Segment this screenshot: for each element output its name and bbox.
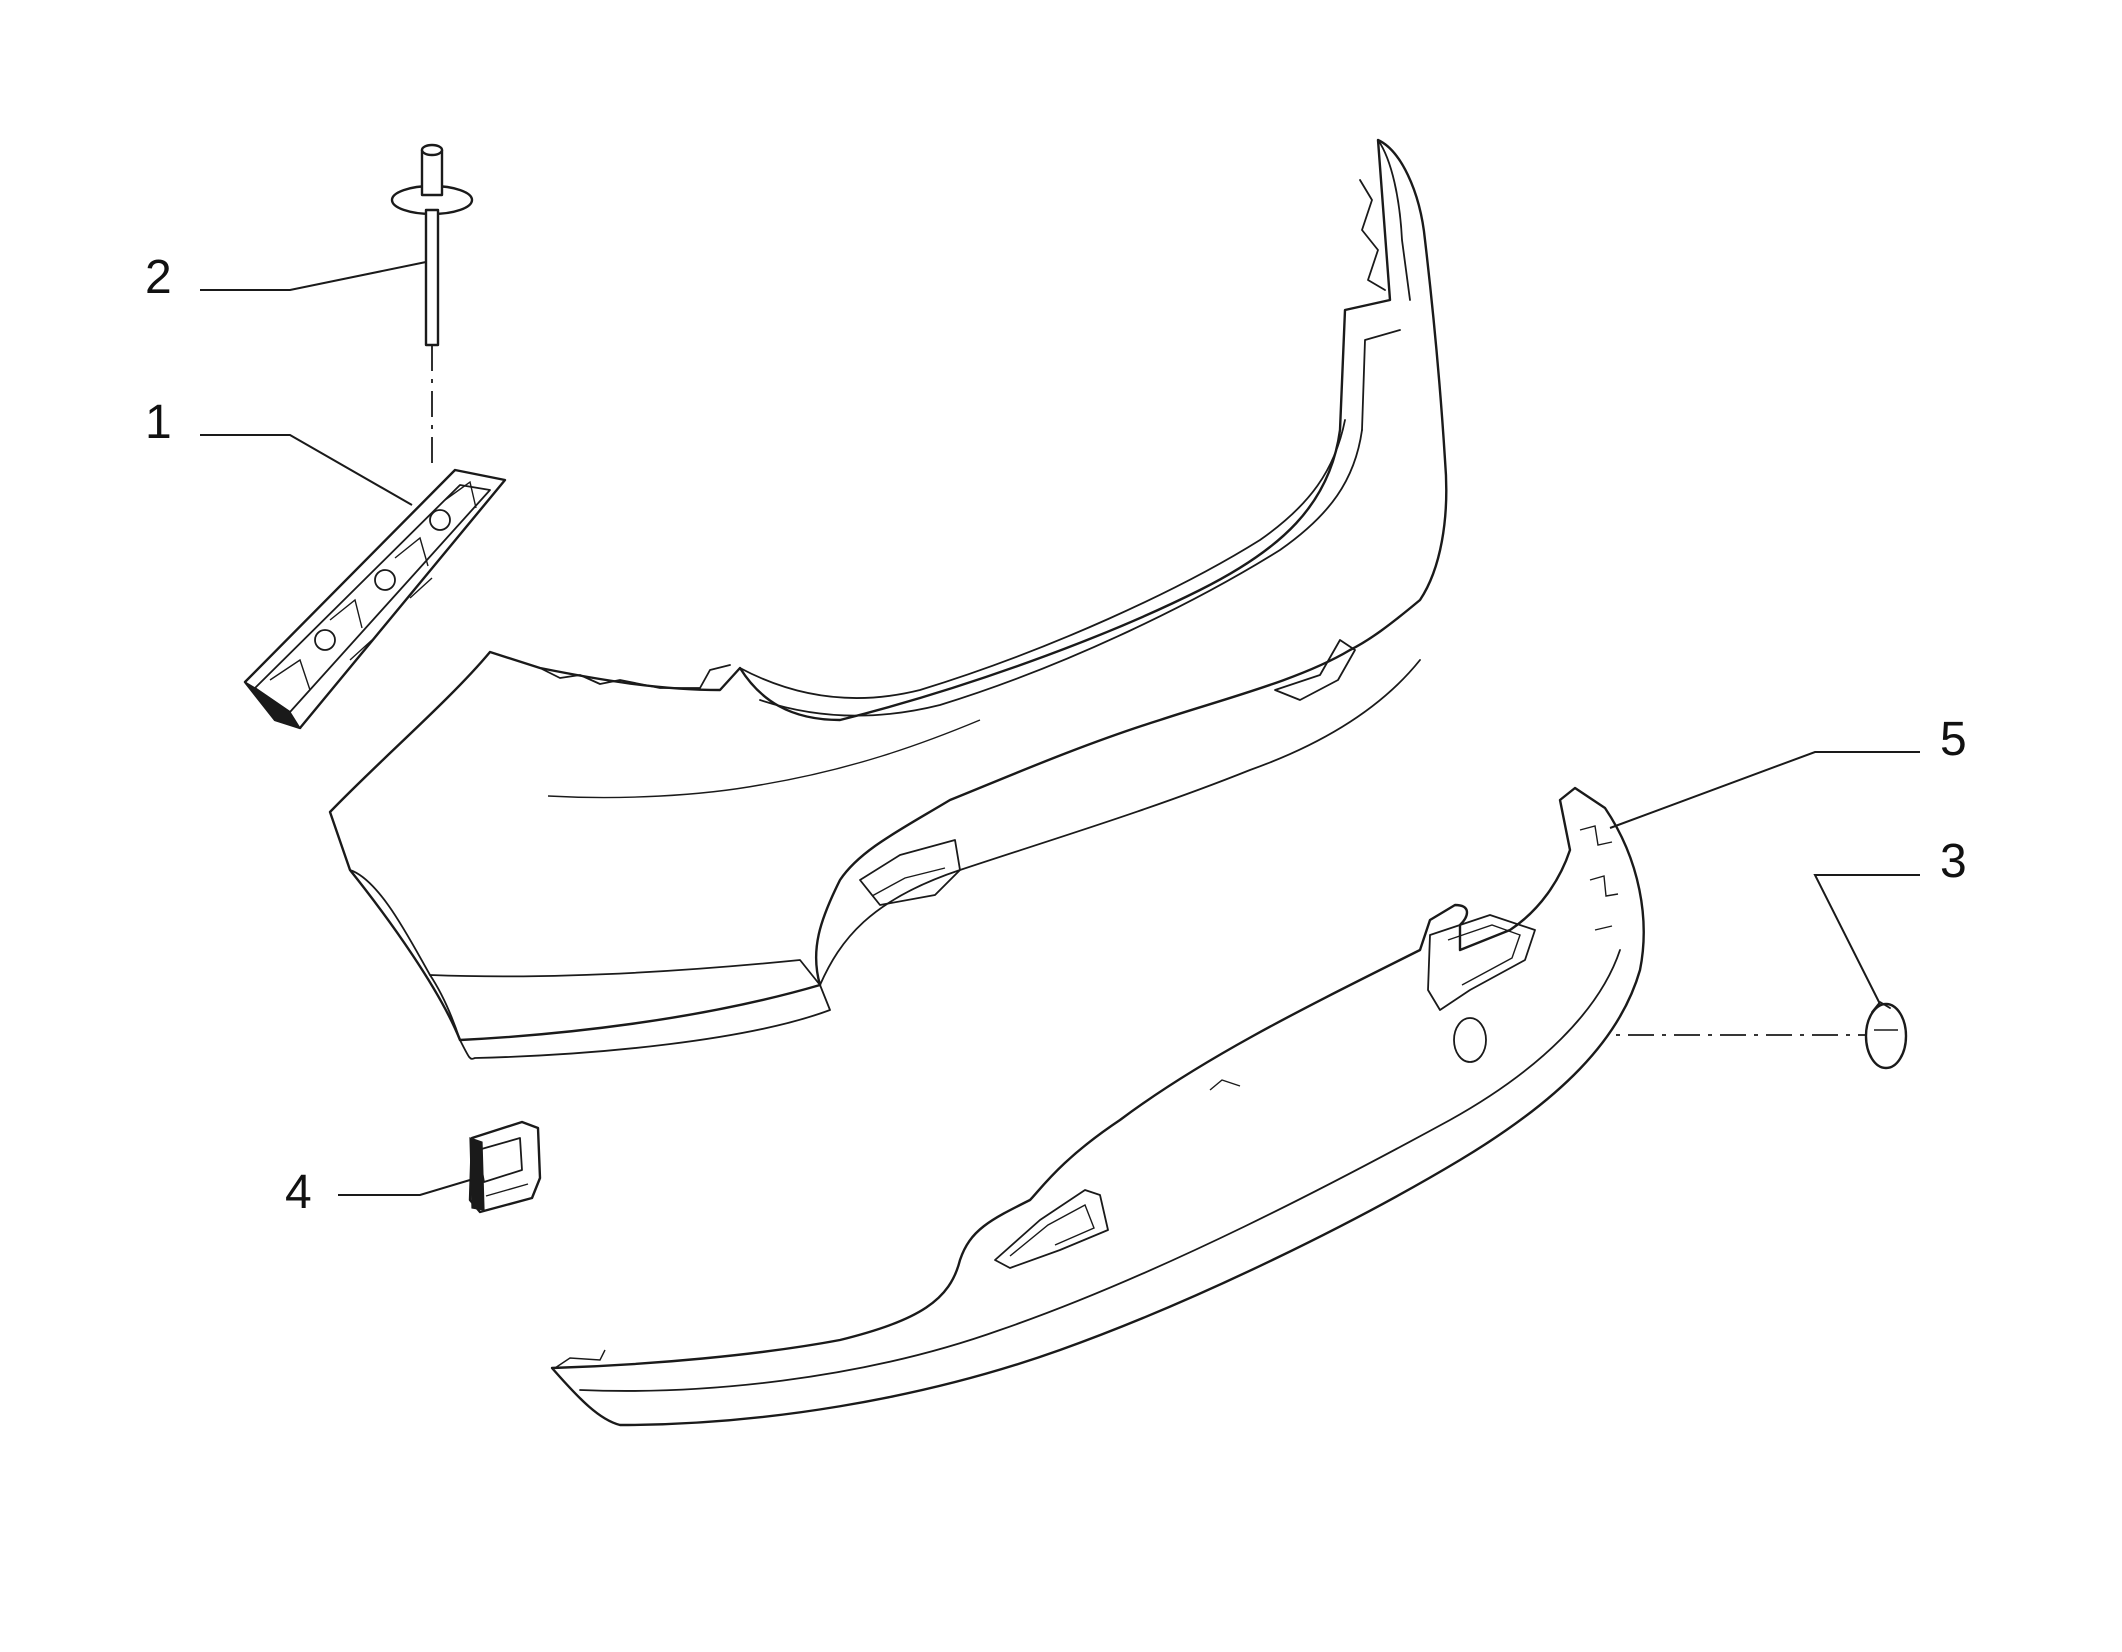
diffuser-part-5[interactable]: [550, 786, 1645, 1427]
callout-1: 1: [145, 396, 172, 449]
callout-5: 5: [1940, 713, 1967, 766]
leader-line-5: [1609, 751, 1920, 829]
cap-part-3[interactable]: [1864, 1001, 1908, 1070]
rear-bumper-cover[interactable]: [328, 138, 1448, 1060]
callout-3: 3: [1940, 835, 1967, 888]
leader-line-2: [200, 261, 427, 291]
callout-2: 2: [145, 251, 172, 304]
clip-part-4[interactable]: [468, 1120, 542, 1214]
leader-line-1: [200, 434, 413, 506]
leader-line-4: [338, 1179, 471, 1196]
bracket-part-1[interactable]: [243, 468, 507, 730]
leader-line-3: [1813, 874, 1920, 1005]
rivet-part-2[interactable]: [390, 143, 474, 347]
callout-4: 4: [285, 1166, 312, 1219]
